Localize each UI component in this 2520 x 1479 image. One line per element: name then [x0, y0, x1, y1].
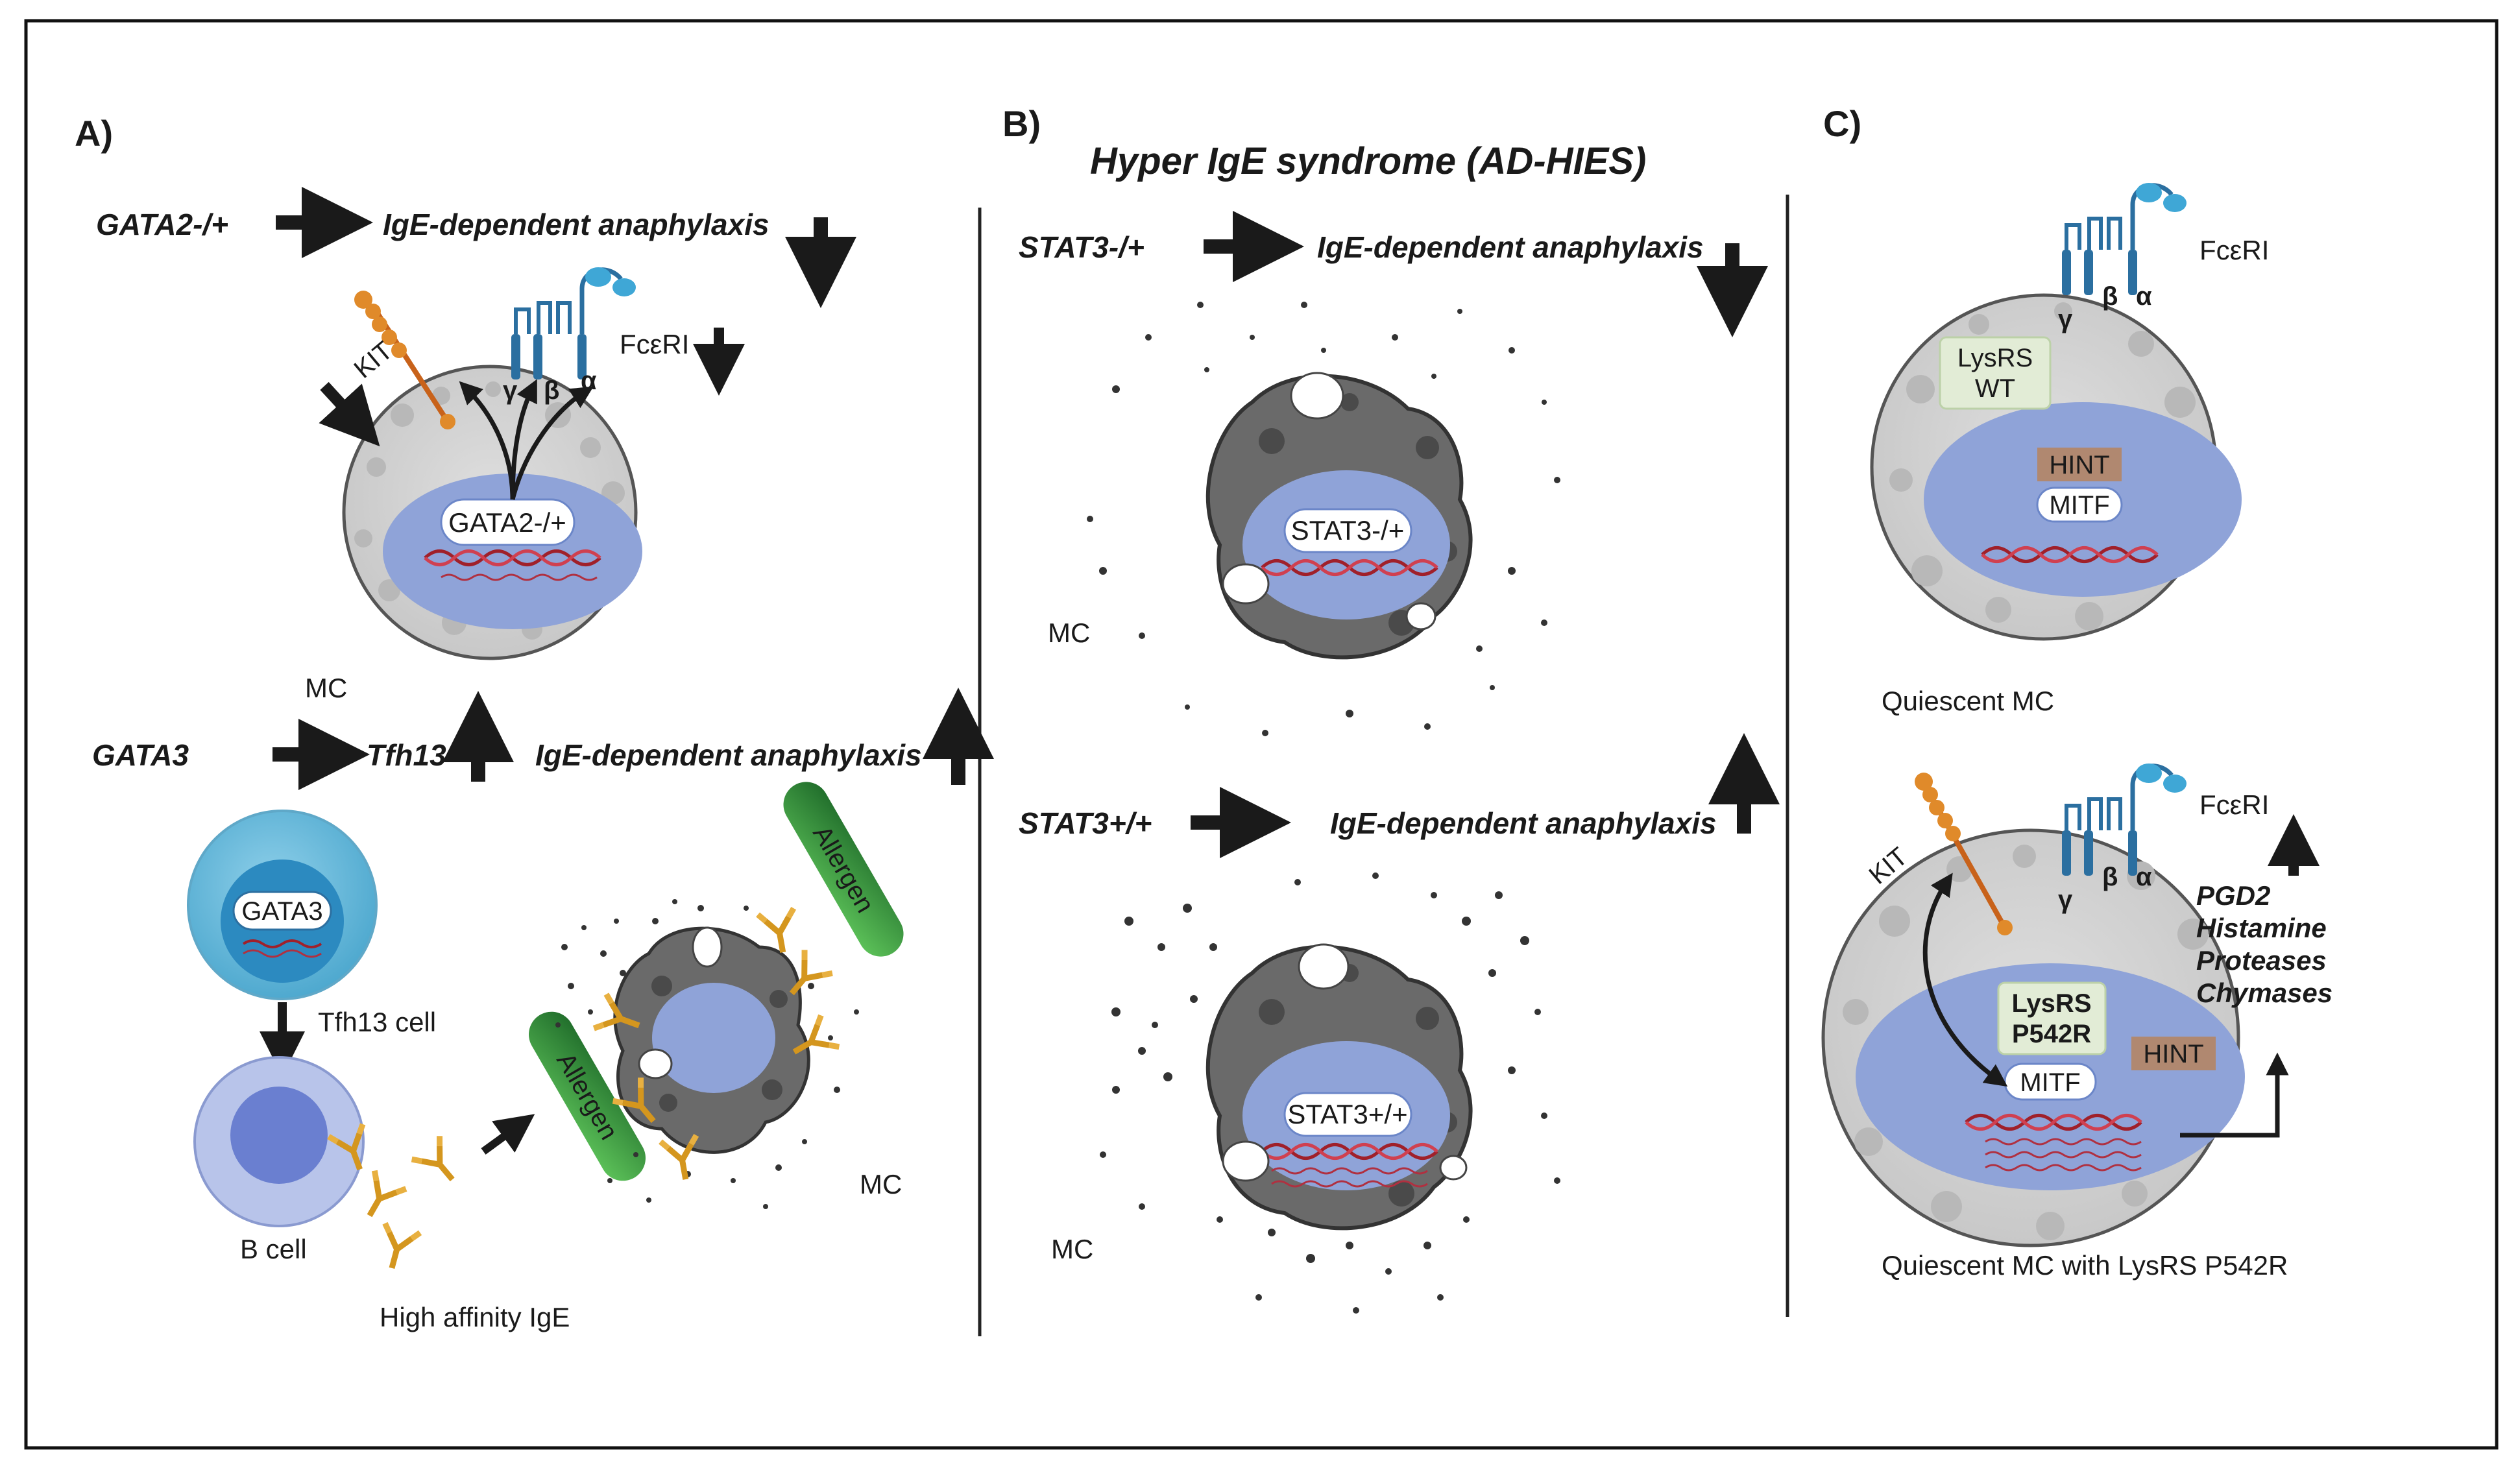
gata2-effect-label: IgE-dependent anaphylaxis — [383, 208, 769, 241]
ige-label: High affinity IgE — [380, 1302, 570, 1332]
released-granules-1 — [1087, 302, 1560, 736]
gata3-effect-label: IgE-dependent anaphylaxis — [535, 738, 922, 772]
mast-cell-gata2: GATA2-/+ — [342, 365, 642, 660]
mediator-pgd2: PGD2 — [2196, 880, 2270, 911]
gata2-gene-label: GATA2-/+ — [96, 208, 228, 241]
tfh13-cell: GATA3 — [187, 810, 378, 1000]
gamma-label-c1: γ — [2058, 305, 2073, 333]
panel-c: C) LysRS WT HINT MITF γ β α FcεRI Quiesc… — [1821, 103, 2332, 1281]
kit-down-arrow — [319, 381, 380, 447]
beta-label-c1: β — [2102, 282, 2118, 311]
b-cell — [193, 1056, 365, 1227]
stat3-wt-label: STAT3+/+ — [1019, 806, 1152, 840]
figure-border — [24, 19, 2499, 1450]
quiescent-mut-label: Quiescent MC with LysRS P542R — [1882, 1250, 2288, 1281]
mediator-histamine: Histamine — [2196, 913, 2327, 943]
cytoplasm-granules-c1 — [1889, 302, 2207, 631]
fceri-label-a: FcεRI — [620, 329, 689, 359]
gata3-nucleus-box — [232, 891, 332, 931]
stat3-ko-effect: IgE-dependent anaphylaxis — [1317, 230, 1704, 264]
mitf-box-1 — [2036, 487, 2123, 523]
ige-to-mc-arrow — [481, 1114, 535, 1155]
mitf-label-1: MITF — [2049, 491, 2109, 520]
fceri-label-c1: FcεRI — [2199, 235, 2269, 265]
ige-antibodies — [328, 1124, 466, 1273]
cytoplasm-granules-c2 — [1843, 845, 2220, 1240]
lysrs-wt-label-2: WT — [1975, 374, 2015, 403]
alpha-label-a: α — [581, 367, 597, 395]
mast-cell-stat3-wt: STAT3+/+ — [1100, 872, 1560, 1314]
panel-a: A) GATA2-/+ IgE-dependent anaphylaxis GA… — [75, 113, 994, 1332]
lysrs-wt-box — [1939, 336, 2052, 410]
mitf-label-2: MITF — [2020, 1068, 2080, 1097]
mc-label-a: MC — [305, 673, 347, 703]
hint-label-1: HINT — [2049, 451, 2109, 479]
mediator-chymases: Chymases — [2196, 978, 2332, 1008]
tfh13-label: Tfh13 — [367, 738, 446, 772]
lysrs-mut-label-2: P542R — [2012, 1020, 2091, 1048]
hint-label-2: HINT — [2143, 1040, 2203, 1068]
kit-receptor-a — [354, 291, 455, 429]
alpha-label-c2: α — [2136, 863, 2152, 891]
degranulating-mc-a — [555, 899, 859, 1209]
panel-b-title: Hyper IgE syndrome (AD-HIES) — [1090, 140, 1646, 182]
mediator-release-arrow — [2180, 1052, 2289, 1138]
gata3-gene-label: GATA3 — [92, 738, 189, 772]
signal-arrow-gamma — [510, 379, 537, 500]
lysrs-mut-label-1: LysRS — [2011, 989, 2091, 1018]
stat3-wt-effect: IgE-dependent anaphylaxis — [1330, 806, 1717, 840]
stat3-ko-label: STAT3-/+ — [1019, 230, 1145, 264]
stat3-wt-nucleus-label: STAT3+/+ — [1287, 1099, 1407, 1129]
signal-arrow-beta — [510, 386, 594, 500]
gamma-label-c2: γ — [2058, 885, 2073, 914]
beta-label-a: β — [544, 376, 559, 405]
mast-cell-lysrs-mutant: LysRS P542R HINT MITF — [1821, 828, 2289, 1247]
mast-cell-stat3-ko: STAT3-/+ — [1087, 302, 1560, 736]
allergen-2: Allergen — [783, 782, 904, 957]
panel-b: B) Hyper IgE syndrome (AD-HIES) STAT3-/+… — [1002, 103, 1780, 1314]
panel-a-label: A) — [75, 113, 113, 154]
panel-b-label: B) — [1002, 103, 1041, 144]
hint-box-2 — [2131, 1037, 2216, 1070]
mast-cell-quiescent: LysRS WT HINT MITF — [1870, 293, 2242, 641]
gamma-label-a: γ — [503, 376, 518, 405]
gata3-nucleus-label: GATA3 — [241, 897, 322, 926]
mc-label-b1: MC — [1048, 618, 1090, 648]
stat3-wt-nucleus-box — [1283, 1092, 1412, 1137]
beta-label-c2: β — [2102, 863, 2118, 891]
released-granules-2 — [1100, 872, 1560, 1314]
kit-receptor-c — [1915, 773, 2013, 935]
panel-c-label: C) — [1823, 103, 1861, 144]
alpha-label-c1: α — [2136, 282, 2152, 311]
mc-label-a2: MC — [860, 1169, 902, 1199]
quiescent-label: Quiescent MC — [1882, 686, 2054, 716]
gata2-nucleus-box — [440, 498, 575, 546]
stat3-ko-nucleus-label: STAT3-/+ — [1291, 515, 1405, 546]
mediator-proteases: Proteases — [2196, 945, 2327, 976]
stat3-ko-nucleus-box — [1283, 508, 1412, 553]
fceri-label-c2: FcεRI — [2199, 789, 2269, 820]
lysrs-wt-label-1: LysRS — [1957, 344, 2033, 372]
fceri-receptor-a — [511, 267, 636, 379]
b-cell-label: B cell — [240, 1234, 307, 1264]
kit-mitf-arrow — [1922, 872, 2008, 1087]
gata2-nucleus-label: GATA2-/+ — [448, 507, 566, 538]
fceri-receptor-c1 — [2062, 183, 2187, 295]
mc-label-b2: MC — [1051, 1234, 1093, 1264]
hint-box-1 — [2037, 448, 2122, 481]
released-granules — [555, 899, 859, 1209]
tfh13-cell-label: Tfh13 cell — [318, 1007, 436, 1037]
